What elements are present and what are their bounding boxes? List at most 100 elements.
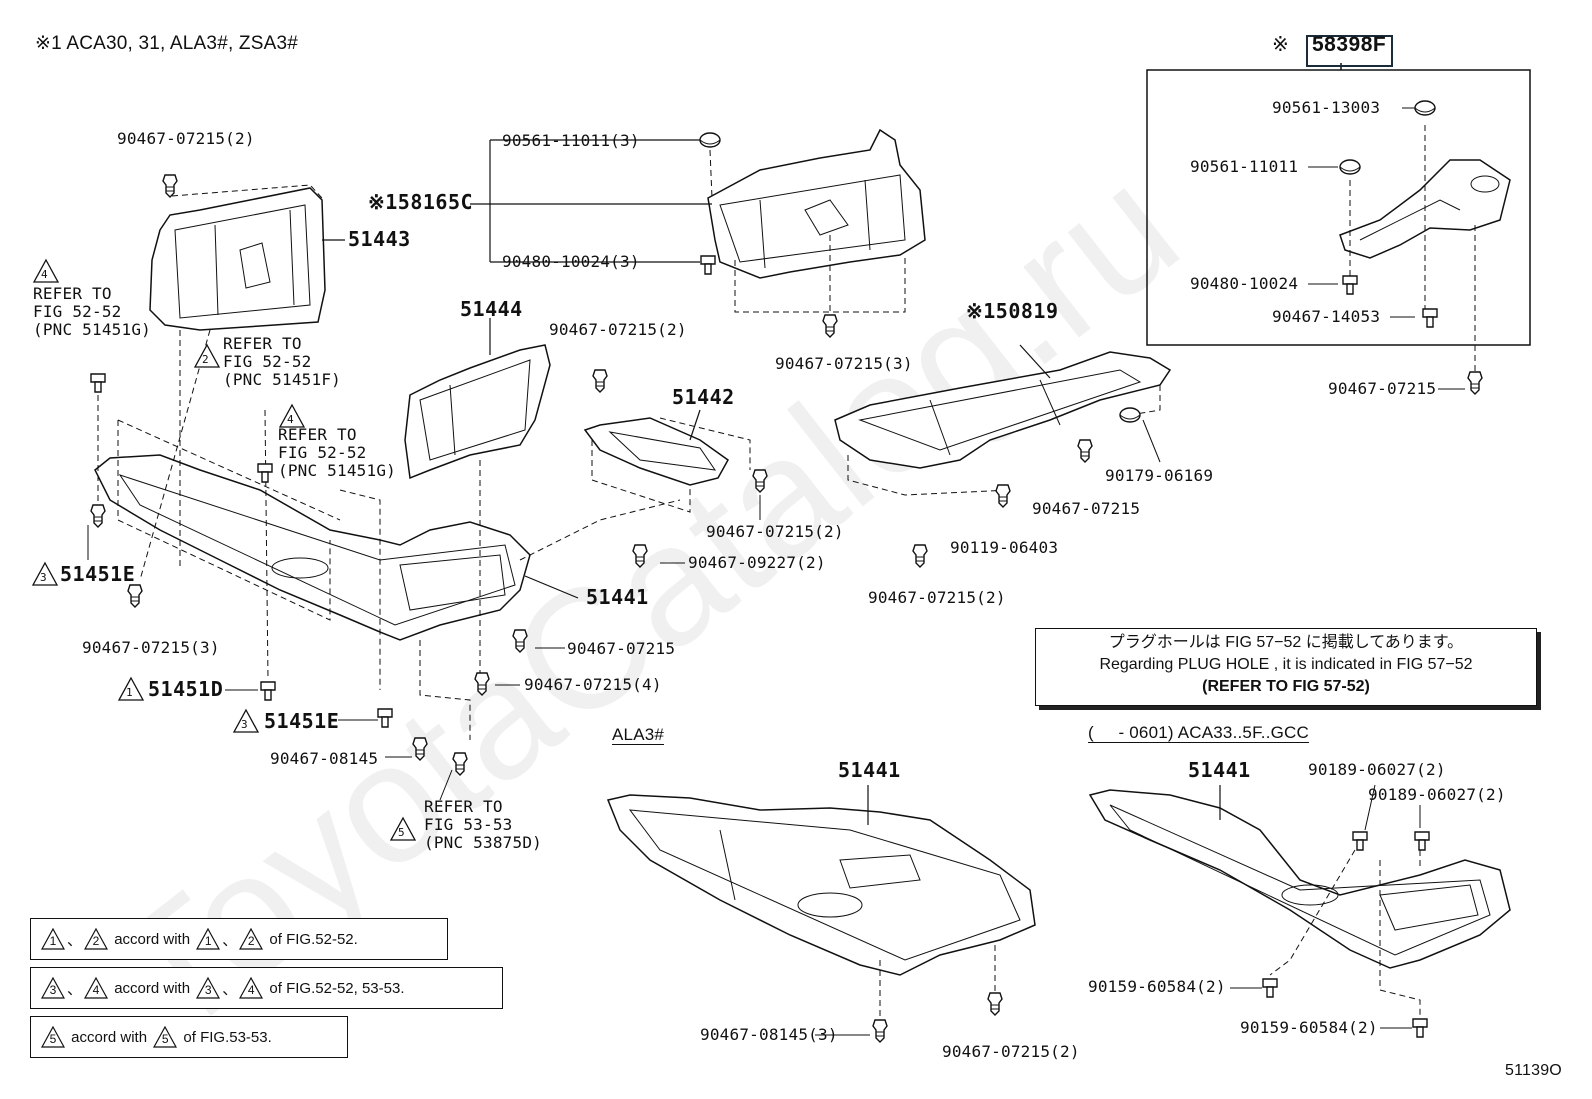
bolt-label[interactable]: 90467-08145(3) — [700, 1025, 838, 1044]
cap-icon — [1339, 159, 1361, 175]
bolt-label[interactable]: 90467-07215(2) — [868, 588, 1006, 607]
bolt-label[interactable]: 90467-07215(2) — [117, 129, 255, 148]
ref-note[interactable]: REFER TO FIG 52-52 (PNC 51451G) — [33, 284, 151, 339]
cap-icon — [1414, 100, 1436, 116]
cap-icon — [699, 132, 721, 148]
bolt-icon — [1412, 1018, 1428, 1038]
triangle-icon: 2 — [84, 928, 109, 950]
bolt-label[interactable]: 90561-13003 — [1272, 98, 1381, 117]
triangle-icon: 3 — [41, 977, 65, 999]
bolt-label[interactable]: 90467-07215(2) — [549, 320, 687, 339]
bolt-label[interactable]: 90480-10024(3) — [502, 252, 640, 271]
bolt-label[interactable]: 90467-07215 — [1328, 379, 1437, 398]
clip-icon — [592, 369, 608, 393]
tri-mark: 3 — [241, 718, 248, 731]
bolt-label[interactable]: 90159-60584(2) — [1240, 1018, 1378, 1037]
bolt-label[interactable]: 90467-08145 — [270, 749, 379, 768]
triangle-icon: 3 — [196, 977, 221, 999]
bolt-icon — [1352, 831, 1368, 851]
bolt-label[interactable]: 90467-07215 — [1032, 499, 1141, 518]
clip-icon — [1467, 371, 1483, 395]
clip-icon — [1077, 439, 1093, 463]
triangle-icon: 5 — [153, 1026, 178, 1048]
bolt-label[interactable]: 90467-07215(3) — [82, 638, 220, 657]
bolt-icon — [1414, 831, 1430, 851]
label-58165c[interactable]: ※158165C — [368, 190, 474, 214]
plug-hole-en: Regarding PLUG HOLE , it is indicated in… — [1099, 656, 1473, 673]
bolt-label[interactable]: 90467-07215(2) — [706, 522, 844, 541]
bolt-label[interactable]: 90189-06027(2) — [1368, 785, 1506, 804]
part-51444 — [404, 344, 551, 480]
label-51442[interactable]: 51442 — [672, 385, 735, 409]
label-51451d[interactable]: 51451D — [148, 677, 224, 701]
variant-box-58398f — [1146, 69, 1531, 346]
clip-icon — [90, 504, 106, 528]
label-51443[interactable]: 51443 — [348, 227, 411, 251]
ref-mark: 4 — [41, 268, 48, 281]
ref-mark: 2 — [202, 353, 209, 366]
clip-icon — [822, 314, 838, 338]
variant-ala3: ALA3# — [612, 725, 665, 745]
clip-icon — [512, 629, 528, 653]
triangle-icon: 1 — [41, 928, 65, 950]
legend-text: of FIG.52-52. — [269, 930, 358, 948]
bolt-label[interactable]: 90467-07215 — [567, 639, 676, 658]
ref-mark: 4 — [287, 413, 294, 426]
legend-text: accord with — [114, 979, 191, 997]
clip-icon — [412, 737, 428, 761]
bolt-label[interactable]: 90179-06169 — [1105, 466, 1214, 485]
bolt-label[interactable]: 90467-07215(3) — [775, 354, 913, 373]
clip-icon — [872, 1019, 888, 1043]
ref-mark: 5 — [398, 826, 405, 839]
cap-icon — [1119, 407, 1141, 423]
part-58165c — [707, 128, 926, 279]
header-note: ※1 ACA30, 31, ALA3#, ZSA3# — [35, 33, 299, 54]
part-51441-ala3 — [606, 794, 1036, 976]
triangle-icon: 1 — [196, 928, 221, 950]
plug-hole-note: プラグホールは FIG 57−52 に掲載してあります。 Regarding P… — [1035, 628, 1537, 706]
bolt-icon — [260, 681, 276, 701]
legend-row-1: 1、 2 accord with 1、 2 of FIG.52-52. — [30, 918, 448, 960]
nut-icon — [1422, 308, 1438, 328]
triangle-icon: 4 — [239, 977, 264, 999]
bolt-label[interactable]: 90467-09227(2) — [688, 553, 826, 572]
bolt-label[interactable]: 90189-06027(2) — [1308, 760, 1446, 779]
clip-icon — [474, 672, 490, 696]
variant-gcc: ( - 0601) ACA33..5F..GCC — [1088, 723, 1310, 743]
clip-icon — [752, 469, 768, 493]
tri-mark: 3 — [40, 571, 47, 584]
bolt-label[interactable]: 90119-06403 — [950, 538, 1059, 557]
label-51451e-bot[interactable]: 51451E — [264, 709, 340, 733]
label-51444[interactable]: 51444 — [460, 297, 523, 321]
clip-icon — [995, 484, 1011, 508]
nut-icon — [1342, 275, 1358, 295]
clip-icon — [452, 752, 468, 776]
bolt-label[interactable]: 90561-11011(3) — [502, 131, 640, 150]
legend-text: of FIG.53-53. — [183, 1028, 272, 1046]
clip-icon — [912, 544, 928, 568]
triangle-icon: 4 — [84, 977, 109, 999]
bolt-label[interactable]: 90480-10024 — [1190, 274, 1299, 293]
highlight-box[interactable] — [1306, 35, 1393, 67]
ref-note[interactable]: REFER TO FIG 52-52 (PNC 51451G) — [278, 425, 396, 480]
bolt-label[interactable]: 90467-07215(4) — [524, 675, 662, 694]
ref-note[interactable]: REFER TO FIG 53-53 (PNC 53875D) — [424, 797, 542, 852]
label-51441-ala3[interactable]: 51441 — [838, 758, 901, 782]
part-51443 — [149, 187, 326, 331]
part-51441-gcc — [1088, 789, 1511, 969]
label-51441-gcc[interactable]: 51441 — [1188, 758, 1251, 782]
ref-note[interactable]: REFER TO FIG 52-52 (PNC 51451F) — [223, 334, 341, 389]
label-51451e-top[interactable]: 51451E — [60, 562, 136, 586]
highlight-prefix: ※ — [1272, 34, 1289, 56]
label-51441-main[interactable]: 51441 — [586, 585, 649, 609]
bolt-label[interactable]: 90467-14053 — [1272, 307, 1381, 326]
legend-text: accord with — [114, 930, 191, 948]
bolt-label[interactable]: 90467-07215(2) — [942, 1042, 1080, 1061]
bolt-label[interactable]: 90561-11011 — [1190, 157, 1299, 176]
label-50819[interactable]: ※150819 — [966, 299, 1059, 323]
legend-text: accord with — [71, 1028, 148, 1046]
clip-icon — [987, 992, 1003, 1016]
bolt-label[interactable]: 90159-60584(2) — [1088, 977, 1226, 996]
plug-hole-ref[interactable]: (REFER TO FIG 57-52) — [1202, 678, 1370, 695]
